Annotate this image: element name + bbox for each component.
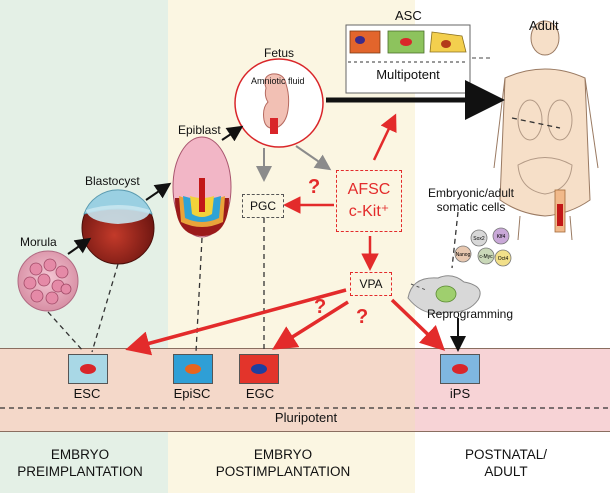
stage-pre-line1: EMBRYO bbox=[50, 447, 110, 462]
stage-preimplantation: EMBRYO PREIMPLANTATION bbox=[17, 446, 143, 480]
stage-adult-line1: POSTNATAL/ bbox=[464, 447, 548, 462]
somatic-cell-illustration bbox=[407, 275, 481, 314]
blastocyst-illustration bbox=[81, 189, 155, 265]
factor-dot-label: Sox2 bbox=[473, 236, 485, 242]
factor-dots: Sox2 Klf4 c-Myc Oct4 Nanog bbox=[454, 227, 512, 267]
cell-box-episc bbox=[173, 354, 213, 384]
stage-postnatal-adult: POSTNATAL/ ADULT bbox=[465, 446, 547, 480]
asc-box bbox=[345, 24, 471, 94]
stage-post-line1: EMBRYO bbox=[253, 447, 313, 462]
red-arrows bbox=[125, 113, 446, 356]
fetus-label: Fetus bbox=[264, 46, 295, 60]
question-mark-egc: ? bbox=[314, 296, 327, 318]
morula-label: Morula bbox=[20, 235, 57, 249]
stage-pre-line2: PREIMPLANTATION bbox=[17, 464, 143, 479]
afsc-label: AFSC bbox=[347, 181, 391, 198]
blastocyst-label: Blastocyst bbox=[85, 174, 140, 188]
somatic-cells-label: Embryonic/adult somatic cells bbox=[428, 186, 514, 214]
dashed-lineage-links bbox=[47, 117, 561, 353]
asc-label: ASC bbox=[395, 8, 422, 23]
factor-dot-label: Oct4 bbox=[498, 256, 509, 262]
stage-post-line2: POSTIMPLANTATION bbox=[215, 464, 351, 479]
factor-dot-label: Klf4 bbox=[497, 234, 506, 240]
cell-nucleus bbox=[80, 364, 96, 374]
stage-postimplantation: EMBRYO POSTIMPLANTATION bbox=[216, 446, 351, 480]
stage-adult-line2: ADULT bbox=[484, 464, 528, 479]
somatic-line-2: somatic cells bbox=[436, 200, 506, 214]
cell-box-ips bbox=[440, 354, 480, 384]
cell-nucleus bbox=[251, 364, 267, 374]
factor-dot bbox=[477, 247, 495, 265]
factor-dot bbox=[494, 249, 512, 267]
factor-dot-label: c-Myc bbox=[479, 254, 493, 260]
pluripotent-label: Pluripotent bbox=[274, 410, 338, 425]
question-mark-esc: ? bbox=[356, 306, 369, 328]
reprogramming-label: Reprogramming bbox=[427, 307, 514, 321]
afsc-box: AFSC c-Kit⁺ bbox=[336, 170, 402, 232]
factor-link bbox=[410, 283, 427, 291]
development-arrows bbox=[67, 57, 490, 255]
amniotic-fluid-label: Amniotic fluid bbox=[251, 76, 305, 86]
cell-nucleus bbox=[185, 364, 201, 374]
adult-label: Adult bbox=[529, 18, 559, 33]
cell-nucleus bbox=[452, 364, 468, 374]
morula-illustration bbox=[17, 250, 79, 312]
somatic-line-1: Embryonic/adult bbox=[427, 186, 515, 200]
vpa-box: VPA bbox=[350, 272, 392, 296]
epiblast-illustration bbox=[172, 136, 232, 238]
cell-label-esc: ESC bbox=[73, 386, 101, 401]
factor-dot-label: Nanog bbox=[456, 252, 471, 258]
factor-dot bbox=[492, 227, 510, 245]
cell-box-esc bbox=[68, 354, 108, 384]
grey-arrows bbox=[256, 145, 332, 182]
epiblast-label: Epiblast bbox=[178, 123, 221, 137]
ckit-label: c-Kit⁺ bbox=[348, 203, 390, 220]
cell-box-egc bbox=[239, 354, 279, 384]
factor-dot bbox=[470, 229, 488, 247]
cell-label-episc: EpiSC bbox=[173, 386, 211, 401]
factor-dot bbox=[454, 245, 472, 263]
pgc-box: PGC bbox=[242, 194, 284, 218]
cell-label-egc: EGC bbox=[245, 386, 275, 401]
multipotent-label: Multipotent bbox=[376, 67, 440, 82]
cell-label-ips: iPS bbox=[449, 386, 471, 401]
question-mark-pgc: ? bbox=[308, 176, 321, 198]
fetus-illustration bbox=[234, 58, 324, 148]
